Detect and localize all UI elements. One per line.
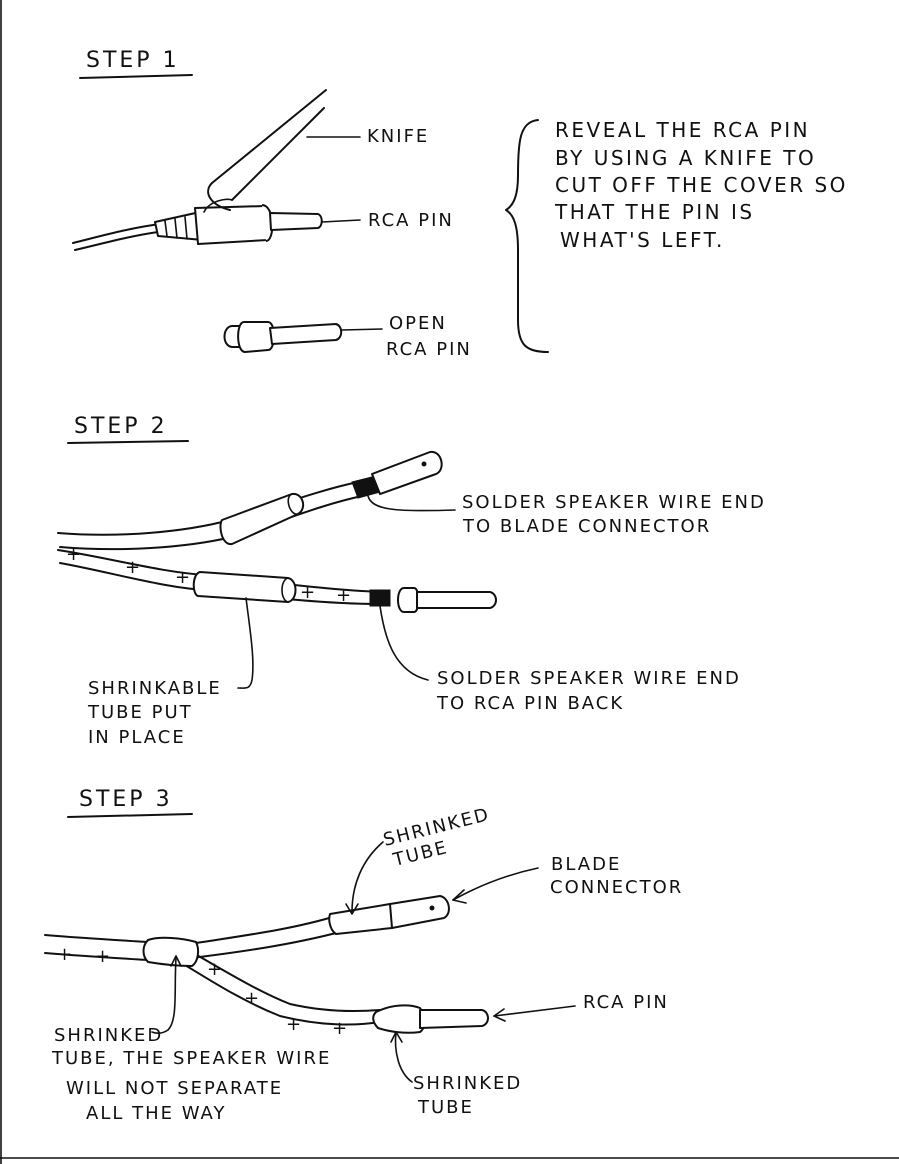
plus-mark: + bbox=[207, 959, 224, 980]
rca-pin-step3-label: RCA PIN bbox=[583, 992, 669, 1013]
solder-blade-label-line1: SOLDER SPEAKER WIRE END bbox=[462, 492, 766, 513]
shrinked-tube-top-arrowhead bbox=[345, 903, 359, 915]
step1-note-line2: BY USING A KNIFE TO bbox=[555, 146, 816, 170]
plus-mark: + bbox=[286, 1014, 303, 1035]
rca-pin-leader-line bbox=[321, 219, 361, 223]
shrinked-tube-junction-arrowhead bbox=[170, 955, 182, 967]
step2-heading: STEP 2 bbox=[74, 414, 168, 439]
blade-connector-label-line1: BLADE bbox=[551, 854, 621, 875]
open-rca-pin-label-line1: OPEN bbox=[389, 313, 447, 334]
step3-underline bbox=[67, 813, 193, 818]
plus-mark: + bbox=[332, 1018, 349, 1039]
shrinkable-tube-label-line1: SHRINKABLE bbox=[88, 678, 222, 699]
rca-plug-with-knife bbox=[72, 89, 327, 251]
shrinked-tube-junction-leader-line bbox=[151, 957, 177, 1035]
step1-note-line5: WHAT'S LEFT. bbox=[560, 228, 725, 252]
shrinked-tube-bottom-leader-line bbox=[394, 1031, 413, 1083]
step1-heading: STEP 1 bbox=[86, 48, 180, 73]
shrinkable-tube-label-line3: IN PLACE bbox=[88, 727, 186, 748]
solder-blade-leader-line bbox=[367, 495, 456, 512]
shrinked-tube-bottom-label-line2: TUBE bbox=[417, 1097, 474, 1118]
open-rca-pin-label-line2: RCA PIN bbox=[386, 339, 472, 360]
plus-mark: + bbox=[125, 557, 142, 578]
open-rca-pin-leader-line bbox=[341, 328, 383, 331]
rca-pin-label: RCA PIN bbox=[368, 210, 454, 231]
polarity-marks: + + + + + + bbox=[57, 944, 349, 1039]
plus-mark: + bbox=[175, 567, 192, 588]
shrinkable-tube-leader-line bbox=[237, 597, 254, 689]
shrinked-tube-junction-label-line3: WILL NOT SEPARATE bbox=[66, 1078, 283, 1099]
solder-rca-label-line2: TO RCA PIN BACK bbox=[436, 693, 624, 714]
blade-connector-leader-line bbox=[452, 867, 539, 901]
solder-rca-leader-line bbox=[379, 605, 429, 681]
rca-pin-step3-arrowhead bbox=[493, 1008, 506, 1022]
shrinked-tube-top-leader-line bbox=[351, 841, 384, 913]
shrinked-tube-junction-label-line4: ALL THE WAY bbox=[86, 1103, 226, 1124]
polarity-marks: + + + + + bbox=[66, 544, 353, 606]
step2-upper-wire bbox=[57, 450, 443, 551]
knife-label: KNIFE bbox=[367, 126, 429, 147]
plus-mark: + bbox=[244, 988, 261, 1009]
open-rca-pin bbox=[223, 321, 343, 353]
plus-mark: + bbox=[66, 544, 83, 565]
solder-blade-label-line2: TO BLADE CONNECTOR bbox=[462, 516, 711, 537]
blade-connector-label-line2: CONNECTOR bbox=[550, 877, 683, 898]
plus-mark: + bbox=[300, 582, 317, 603]
step2-lower-wire bbox=[57, 549, 497, 613]
shrinked-tube-junction-label-line1: SHRINKED bbox=[54, 1025, 163, 1046]
solder-rca-label-line1: SOLDER SPEAKER WIRE END bbox=[437, 668, 741, 689]
step3-heading: STEP 3 bbox=[79, 787, 173, 812]
step3-cable bbox=[44, 895, 489, 1034]
shrinked-tube-bottom-arrowhead bbox=[390, 1031, 403, 1043]
step1-note-line4: THAT THE PIN IS bbox=[554, 200, 755, 224]
blade-connector-arrowhead bbox=[452, 889, 467, 904]
step1-note-line1: REVEAL THE RCA PIN bbox=[555, 118, 810, 142]
plus-mark: + bbox=[95, 946, 112, 967]
rca-pin-step3-leader-line bbox=[493, 1005, 576, 1017]
step2-underline bbox=[67, 440, 189, 444]
step1-note-line3: CUT OFF THE COVER SO bbox=[555, 173, 848, 197]
shrinkable-tube-label-line2: TUBE PUT bbox=[87, 702, 193, 723]
curly-brace bbox=[505, 119, 549, 353]
step1-underline bbox=[79, 74, 193, 79]
shrinked-tube-bottom-label-line1: SHRINKED bbox=[413, 1073, 522, 1094]
shrinked-tube-junction-label-line2: TUBE, THE SPEAKER WIRE bbox=[51, 1048, 331, 1069]
plus-mark: + bbox=[336, 585, 353, 606]
plus-mark: + bbox=[57, 944, 74, 965]
